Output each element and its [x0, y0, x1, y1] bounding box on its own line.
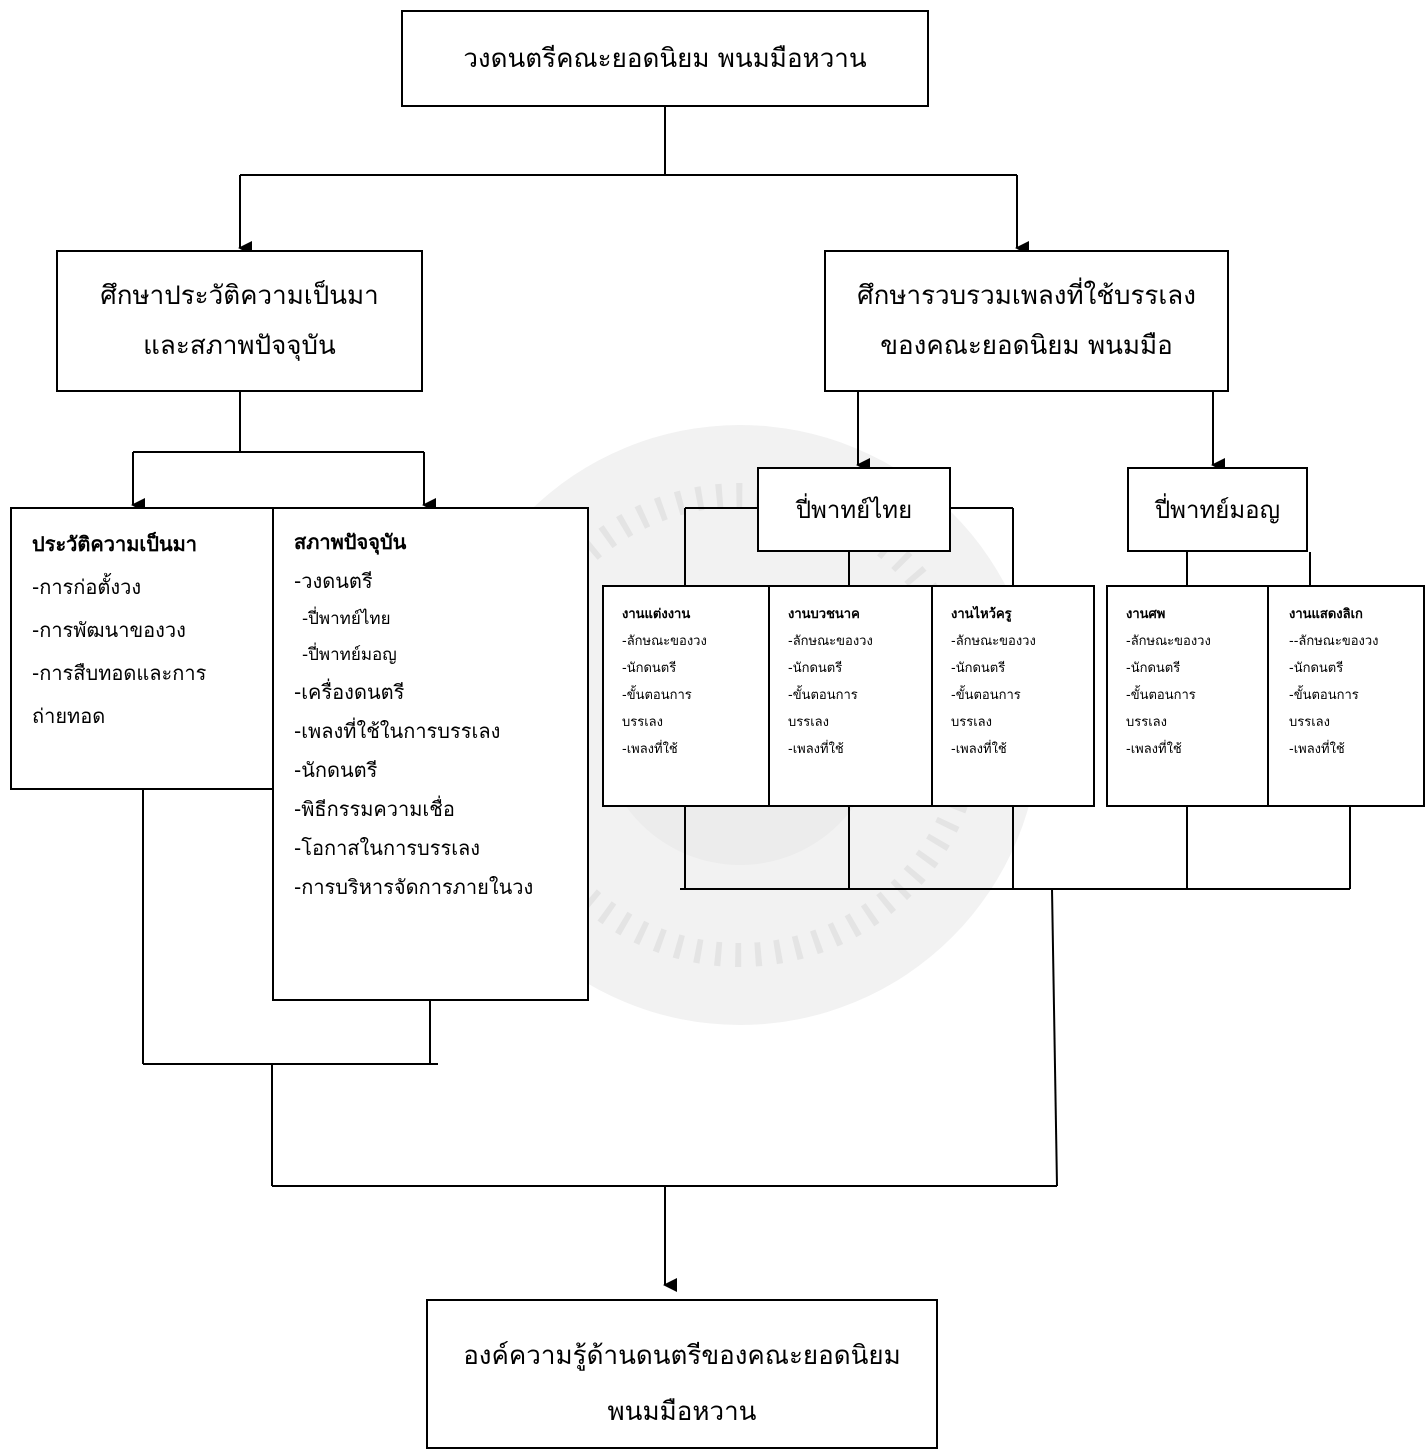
history-heading: ประวัติความเป็นมา: [32, 532, 198, 556]
piphat-mon-label: ปี่พาทย์มอญ: [1154, 495, 1281, 524]
present-item: -พิธีกรรมความเชื่อ: [294, 797, 455, 821]
event-item: -เพลงที่ใช้: [951, 742, 1007, 757]
event-item: บรรเลง: [1126, 715, 1167, 730]
result-line2: พนมมือหวาน: [607, 1397, 757, 1427]
event-item: -ลักษณะของวง: [1126, 634, 1211, 649]
song-study-line1: ศึกษารวบรวมเพลงที่ใช้บรรเลง: [857, 281, 1196, 311]
history-item: -การพัฒนาของวง: [32, 618, 186, 642]
event-item: บรรเลง: [951, 715, 992, 730]
present-subitem: -ปี่พาทย์มอญ: [302, 645, 397, 665]
event-heading: งานแสดงลิเก: [1289, 607, 1363, 622]
history-study-line1: ศึกษาประวัติความเป็นมา: [100, 281, 379, 311]
event-item: -ขั้นตอนการ: [622, 688, 692, 703]
event-box-wai-khru: งานไหว้ครู -ลักษณะของวง -นักดนตรี -ขั้นต…: [931, 585, 1095, 807]
event-box-wedding: งานแต่งงาน -ลักษณะของวง -นักดนตรี -ขั้นต…: [602, 585, 769, 807]
event-item: -ขั้นตอนการ: [1126, 688, 1196, 703]
piphat-mon-box: ปี่พาทย์มอญ: [1127, 467, 1308, 552]
song-study-line2: ของคณะยอดนิยม พนมมือ: [880, 331, 1173, 361]
result-box: องค์ความรู้ด้านดนตรีของคณะยอดนิยม พนมมือ…: [426, 1299, 938, 1449]
event-item: บรรเลง: [788, 715, 829, 730]
event-item: -ลักษณะของวง: [951, 634, 1036, 649]
root-box: วงดนตรีคณะยอดนิยม พนมมือหวาน: [401, 10, 929, 107]
event-box-funeral: งานศพ -ลักษณะของวง -นักดนตรี -ขั้นตอนการ…: [1106, 585, 1268, 807]
event-heading: งานไหว้ครู: [951, 607, 1012, 622]
present-item: -เพลงที่ใช้ในการบรรเลง: [294, 719, 501, 743]
event-item: -เพลงที่ใช้: [622, 742, 678, 757]
event-item: -นักดนตรี: [1126, 661, 1181, 676]
event-item: -ขั้นตอนการ: [951, 688, 1021, 703]
event-item: -เพลงที่ใช้: [1126, 742, 1182, 757]
present-heading: สภาพปัจจุบัน: [294, 530, 407, 554]
event-item: -ลักษณะของวง: [622, 634, 707, 649]
event-heading: งานแต่งงาน: [622, 607, 691, 622]
present-subitem: -ปี่พาทย์ไทย: [302, 609, 391, 629]
history-study-line2: และสภาพปัจจุบัน: [143, 331, 336, 361]
present-item: -วงดนตรี: [294, 569, 373, 593]
present-item: -โอกาสในการบรรเลง: [294, 836, 481, 860]
piphat-thai-label: ปี่พาทย์ไทย: [795, 495, 913, 524]
history-item: -การก่อตั้งวง: [32, 575, 142, 599]
present-item: -การบริหารจัดการภายในวง: [294, 875, 534, 899]
event-heading: งานศพ: [1126, 607, 1166, 622]
history-box: ประวัติความเป็นมา -การก่อตั้งวง -การพัฒน…: [10, 507, 273, 790]
song-study-box: ศึกษารวบรวมเพลงที่ใช้บรรเลง ของคณะยอดนิย…: [824, 250, 1229, 392]
root-title: วงดนตรีคณะยอดนิยม พนมมือหวาน: [463, 43, 867, 74]
event-item: บรรเลง: [1289, 715, 1330, 730]
event-item: -นักดนตรี: [788, 661, 843, 676]
event-item: -นักดนตรี: [1289, 661, 1344, 676]
present-item: -นักดนตรี: [294, 758, 378, 782]
present-box: สภาพปัจจุบัน -วงดนตรี -ปี่พาทย์ไทย -ปี่พ…: [272, 507, 589, 1001]
event-item: -เพลงที่ใช้: [1289, 742, 1345, 757]
history-study-box: ศึกษาประวัติความเป็นมา และสภาพปัจจุบัน: [56, 250, 423, 392]
event-item: --ลักษณะของวง: [1289, 634, 1379, 649]
event-box-ordination: งานบวชนาค -ลักษณะของวง -นักดนตรี -ขั้นตอ…: [768, 585, 933, 807]
event-item: บรรเลง: [622, 715, 663, 730]
event-item: -เพลงที่ใช้: [788, 742, 844, 757]
event-box-likay: งานแสดงลิเก --ลักษณะของวง -นักดนตรี -ขั้…: [1267, 585, 1425, 807]
event-heading: งานบวชนาค: [788, 607, 860, 622]
history-item: -การสืบทอดและการ: [32, 661, 207, 685]
event-item: -นักดนตรี: [951, 661, 1006, 676]
result-line1: องค์ความรู้ด้านดนตรีของคณะยอดนิยม: [463, 1341, 901, 1371]
history-item: ถ่ายทอด: [32, 704, 106, 728]
event-item: -นักดนตรี: [622, 661, 677, 676]
event-item: -ลักษณะของวง: [788, 634, 873, 649]
event-item: -ขั้นตอนการ: [788, 688, 858, 703]
event-item: -ขั้นตอนการ: [1289, 688, 1359, 703]
piphat-thai-box: ปี่พาทย์ไทย: [757, 467, 951, 552]
present-item: -เครื่องดนตรี: [294, 680, 405, 704]
